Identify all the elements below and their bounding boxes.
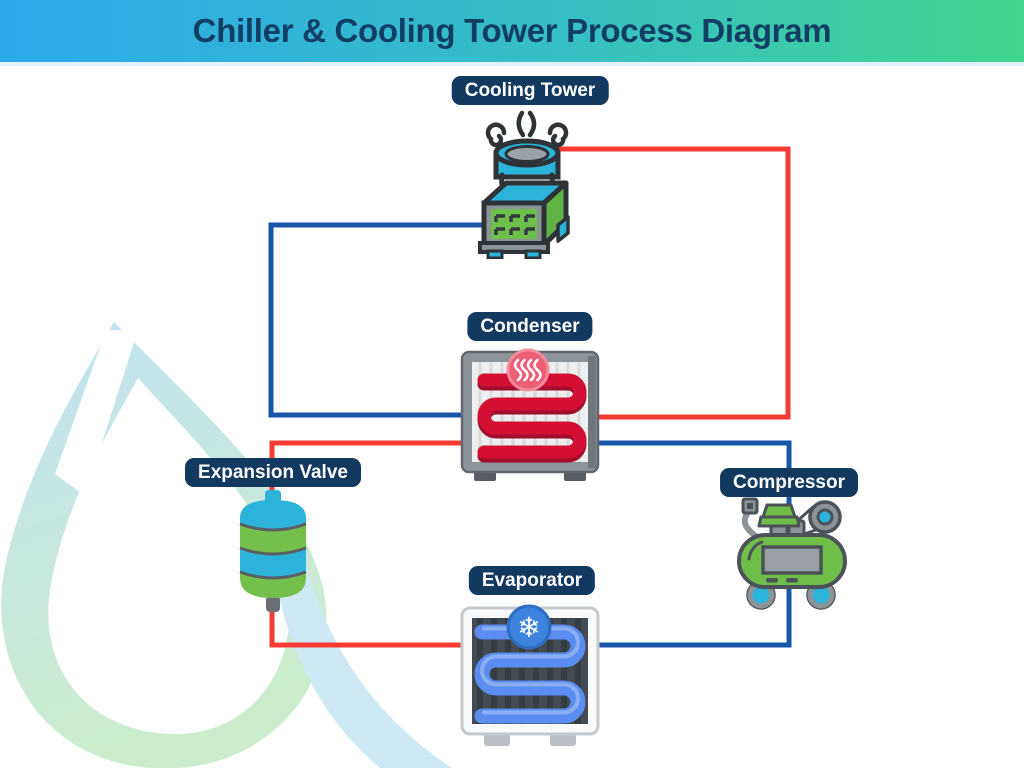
snowflake-icon: ❄ [506,604,552,650]
cooling-tower-icon [470,103,585,259]
condenser-icon [460,340,600,490]
compressor-icon [733,495,851,611]
compressor-label: Compressor [720,468,858,497]
condenser-label: Condenser [467,312,593,341]
steam-icon [485,110,569,148]
water-drop-watermark [1,322,452,768]
cooling-tower-label: Cooling Tower [451,76,609,105]
title-bar: Chiller & Cooling Tower Process Diagram [0,0,1024,66]
svg-text:❄: ❄ [517,611,540,644]
evaporator-label: Evaporator [468,566,596,595]
cooling-water-return-pipe [545,146,791,420]
expansion-valve-label: Expansion Valve [185,458,361,487]
heat-waves-icon [506,348,550,392]
page-title: Chiller & Cooling Tower Process Diagram [192,12,832,49]
evaporator-icon: ❄ [460,600,600,750]
expansion-valve-icon [238,490,308,624]
cooling-water-supply-pipe [268,222,490,418]
